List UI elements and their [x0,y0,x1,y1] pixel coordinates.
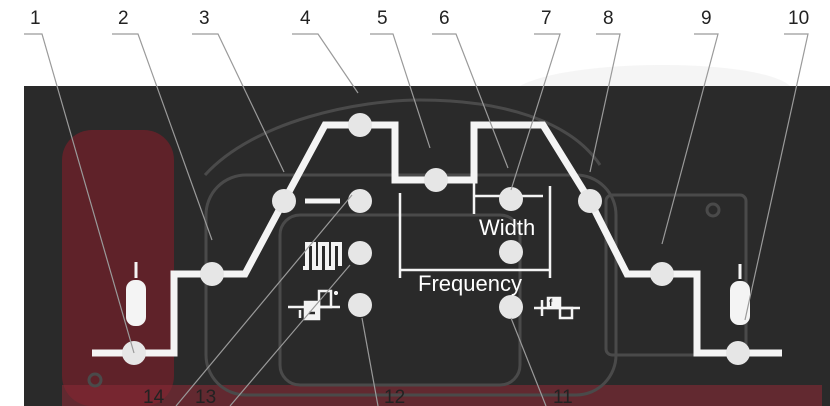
callout-2: 2 [118,8,129,29]
callout-9: 9 [701,8,712,29]
led-ac-frequency [499,295,523,319]
callout-3: 3 [199,8,210,29]
callout-13: 13 [195,387,216,406]
led-upslope [272,189,296,213]
led-pulse-width [499,187,523,211]
led-pulse-mode [348,241,372,265]
led-peak-current [348,113,372,137]
callout-1: 1 [30,8,41,29]
frequency-label: Frequency [418,271,522,296]
callout-6: 6 [439,8,450,29]
led-ac-mode [348,293,372,317]
led-post-gas [726,341,750,365]
callout-5: 5 [377,8,388,29]
width-label: Width [479,215,535,240]
led-end-current [650,262,674,286]
callout-8: 8 [603,8,614,29]
callout-14: 14 [143,387,165,406]
led-downslope [578,189,602,213]
led-base-current [424,168,448,192]
callout-11: 11 [553,387,573,406]
led-dc-mode [348,189,372,213]
callout-12: 12 [384,387,405,406]
led-start-current [200,262,224,286]
led-pulse-frequency [499,240,523,264]
callout-7: 7 [541,8,552,29]
callout-10: 10 [788,8,809,29]
callout-4: 4 [300,8,311,29]
background-shape-right [520,65,790,86]
